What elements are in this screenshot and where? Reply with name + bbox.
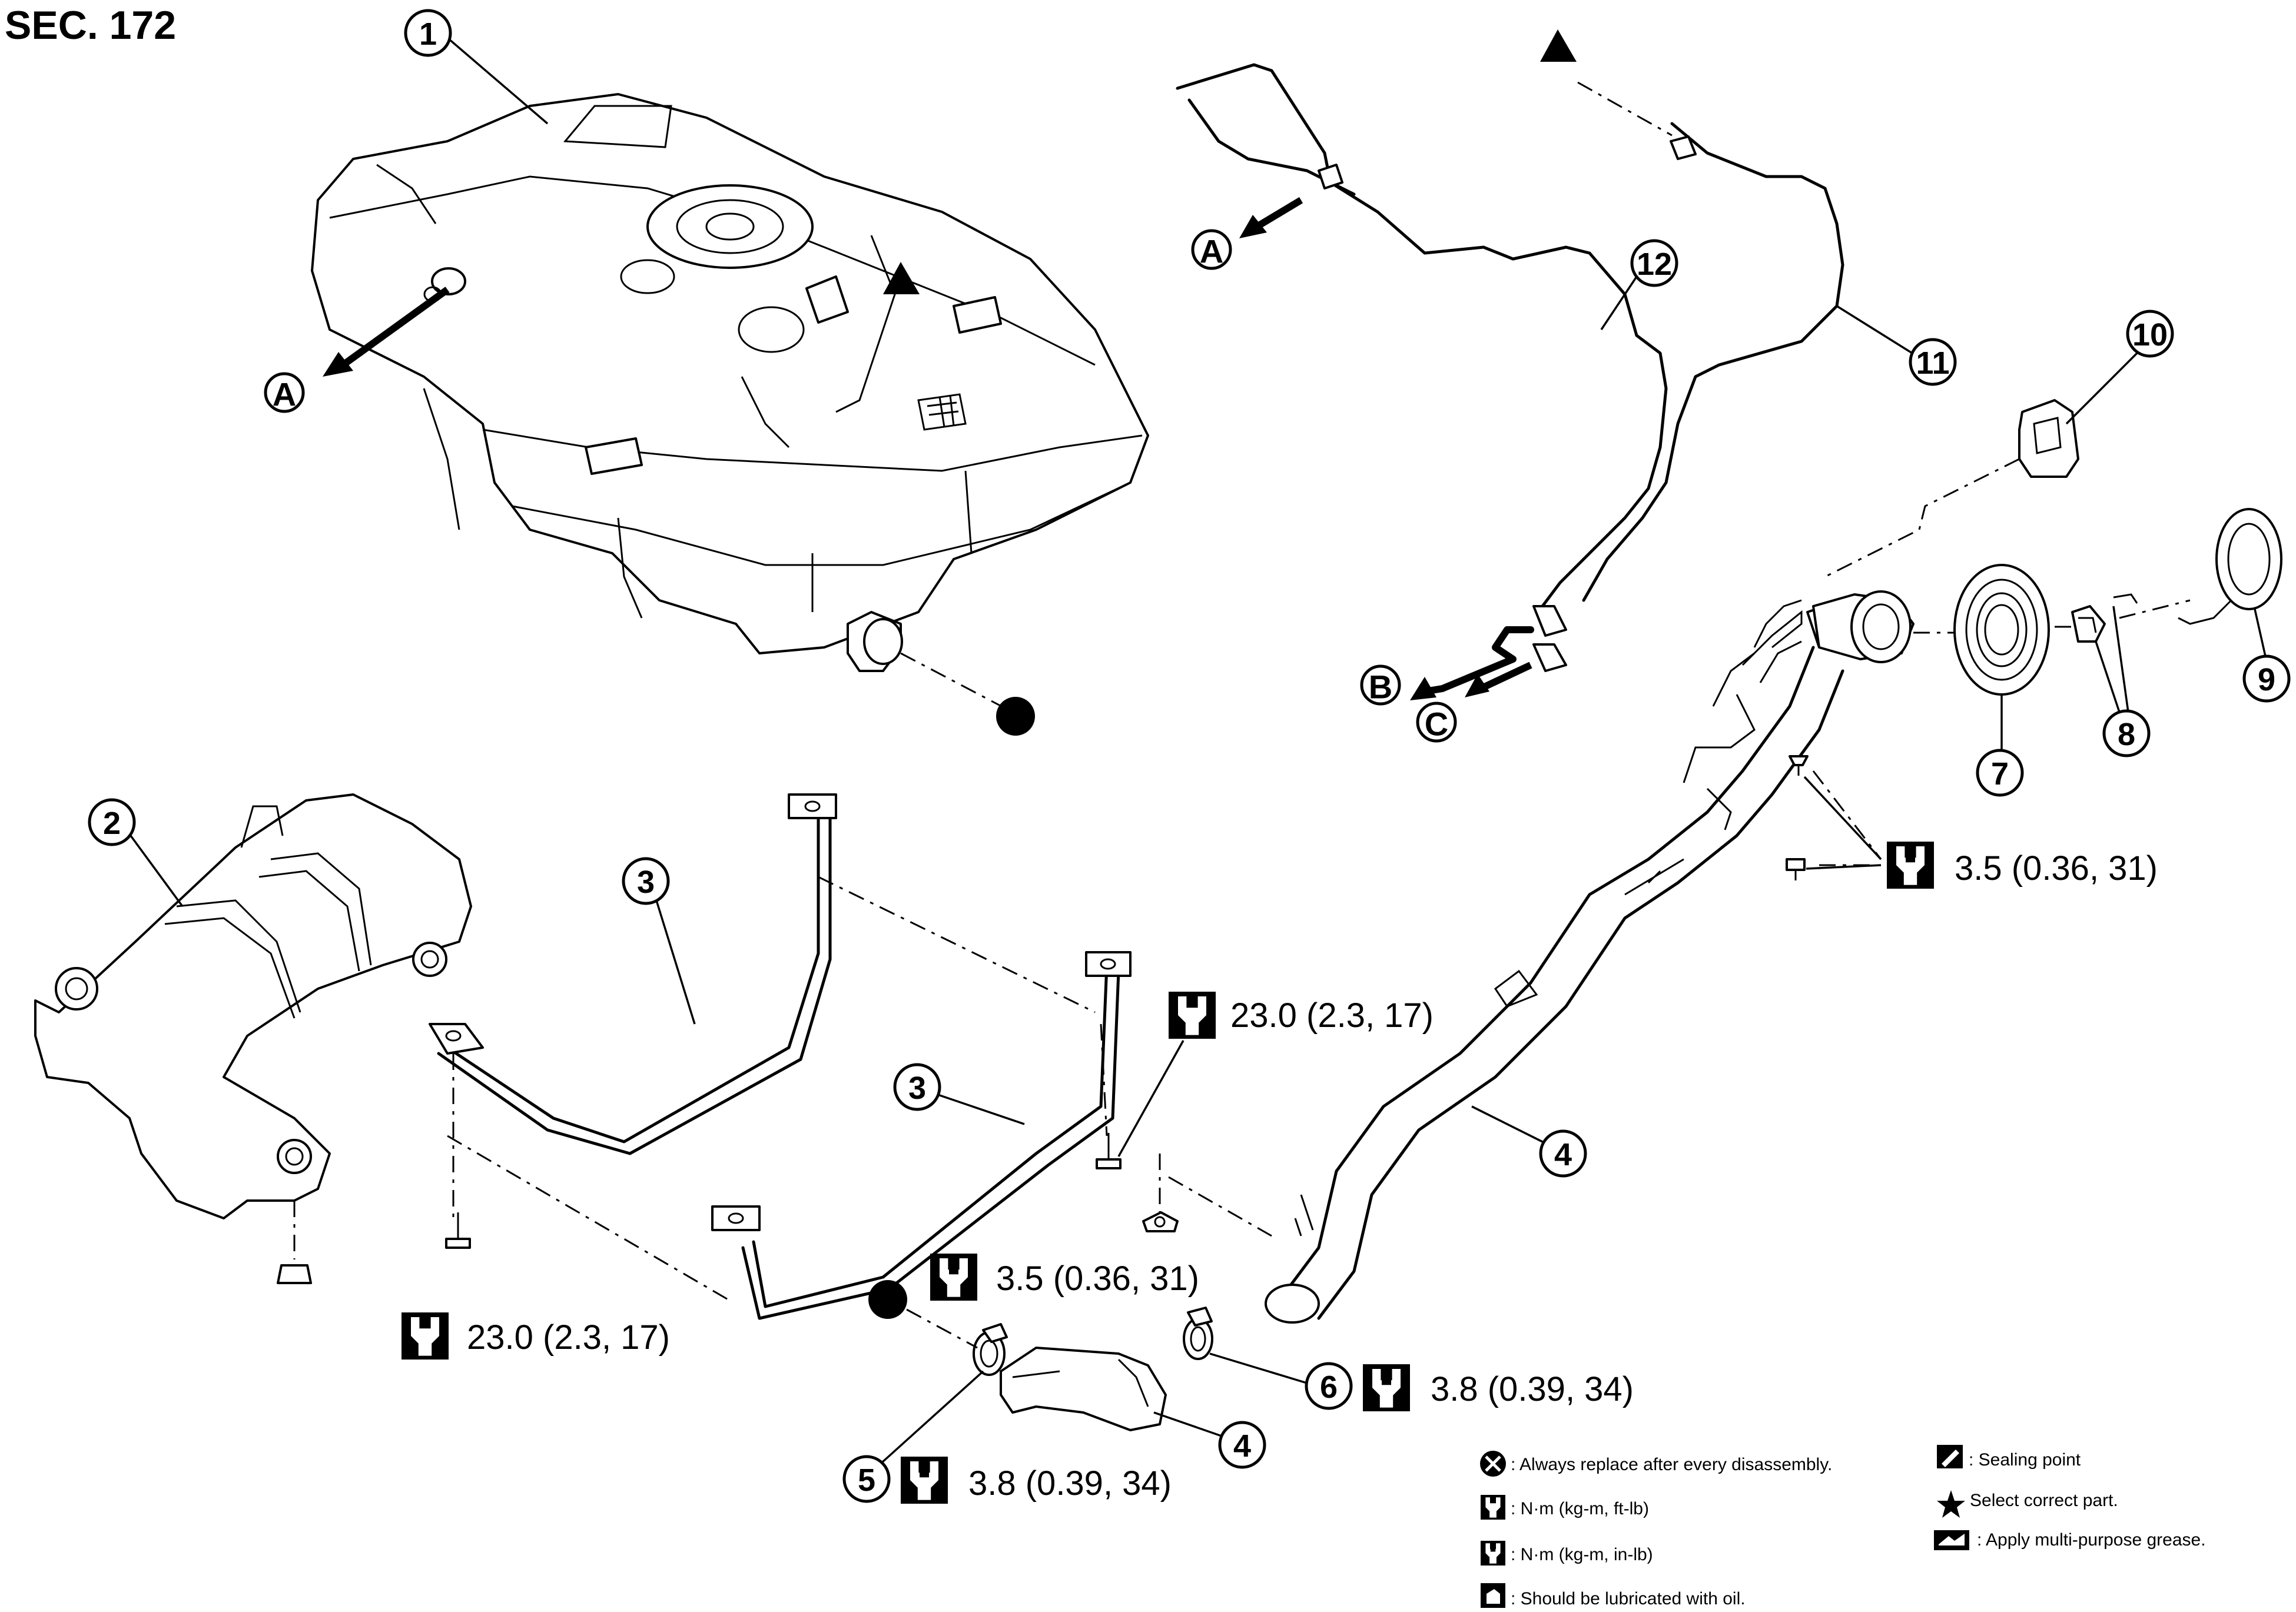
select-part-icon [1937,1490,1965,1518]
hose-clamp-right [1183,1307,1213,1360]
legend-replace: : Always replace after every disassembly… [1511,1455,1832,1474]
callout-8: 8 [2118,717,2135,752]
connector-triangle [883,262,920,294]
callout-3b: 3 [908,1071,926,1106]
torque-inlb-icon [1887,842,1934,889]
fuel-filler-cap [2178,508,2282,625]
connector-label-b: B [1369,669,1392,706]
grease-icon [1934,1530,1969,1550]
bracket-nut [1142,1211,1179,1232]
evap-tube [1176,29,1844,700]
callout-2: 2 [103,806,121,841]
legend-select: Select correct part. [1970,1491,2118,1510]
grease-point-dot [996,697,1035,736]
oil-icon [1481,1583,1505,1608]
filler-neck-head [1812,590,1915,663]
torque-inlb-icon [901,1457,948,1504]
callout-1: 1 [419,16,437,52]
connector-triangle [1540,29,1577,62]
filler-screw-upper [1789,755,1809,776]
torque-bracket-nut: 3.5 (0.36, 31) [996,1259,1199,1298]
filler-hose [1000,1347,1167,1431]
torque-ftlb-icon [402,1312,449,1360]
legend: : Always replace after every disassembly… [1480,1445,2206,1608]
callout-9: 9 [2258,662,2275,697]
section-title: SEC. 172 [5,3,176,48]
band-bolt-right [1096,1133,1122,1169]
torque-ftlb-icon [1481,1495,1505,1520]
torque-ftlb-icon [1169,992,1216,1039]
cap-tether [2071,593,2138,643]
callout-6: 4 [1554,1137,1572,1172]
connector-label-a2: A [1200,233,1223,270]
callout-4b: 6 [1320,1370,1338,1405]
torque-inlb-icon [1363,1364,1410,1411]
fuel-tank: A [264,93,1149,736]
callout-12: 12 [1637,247,1672,282]
connector-label-a1: A [273,376,296,413]
tank-band-front [711,951,1132,1320]
hose-clamp-left [973,1323,1008,1376]
legend-nm-inlb: : N·m (kg-m, in-lb) [1511,1545,1653,1564]
torque-band-bolt-left: 23.0 (2.3, 17) [467,1318,670,1357]
callout-4a: 5 [858,1463,875,1498]
legend-sealing: : Sealing point [1969,1450,2081,1470]
callout-7: 7 [1991,756,2009,792]
torque-clamp-left: 3.8 (0.39, 34) [968,1464,1172,1503]
legend-grease: : Apply multi-purpose grease. [1977,1530,2206,1550]
tank-band-rear [429,793,837,1155]
band-bolt-left [445,1212,471,1249]
sealing-point-icon [1937,1445,1963,1468]
legend-oil: : Should be lubricated with oil. [1511,1589,1746,1608]
torque-inlb-icon [1481,1541,1505,1566]
filler-tube [1265,599,1856,1324]
torque-band-bolt-right: 23.0 (2.3, 17) [1230,996,1434,1035]
filler-grommet [1953,564,2050,696]
callout-11: 11 [1916,345,1949,381]
torque-clamp-right: 3.8 (0.39, 34) [1431,1370,1634,1408]
torque-filler-screws: 3.5 (0.36, 31) [1955,849,2158,888]
callout-5: 4 [1233,1428,1251,1464]
legend-nm-ftlb: : N·m (kg-m, ft-lb) [1511,1499,1649,1518]
replace-icon [1480,1451,1506,1477]
callout-3a: 3 [637,865,655,900]
tube-clip [2018,399,2079,478]
grease-point-dot [868,1280,907,1319]
filler-screw-lower [1786,858,1806,880]
heat-shield [34,793,472,1284]
connector-label-c: C [1425,706,1448,743]
torque-inlb-icon [930,1254,977,1301]
callout-10: 10 [2132,317,2168,353]
